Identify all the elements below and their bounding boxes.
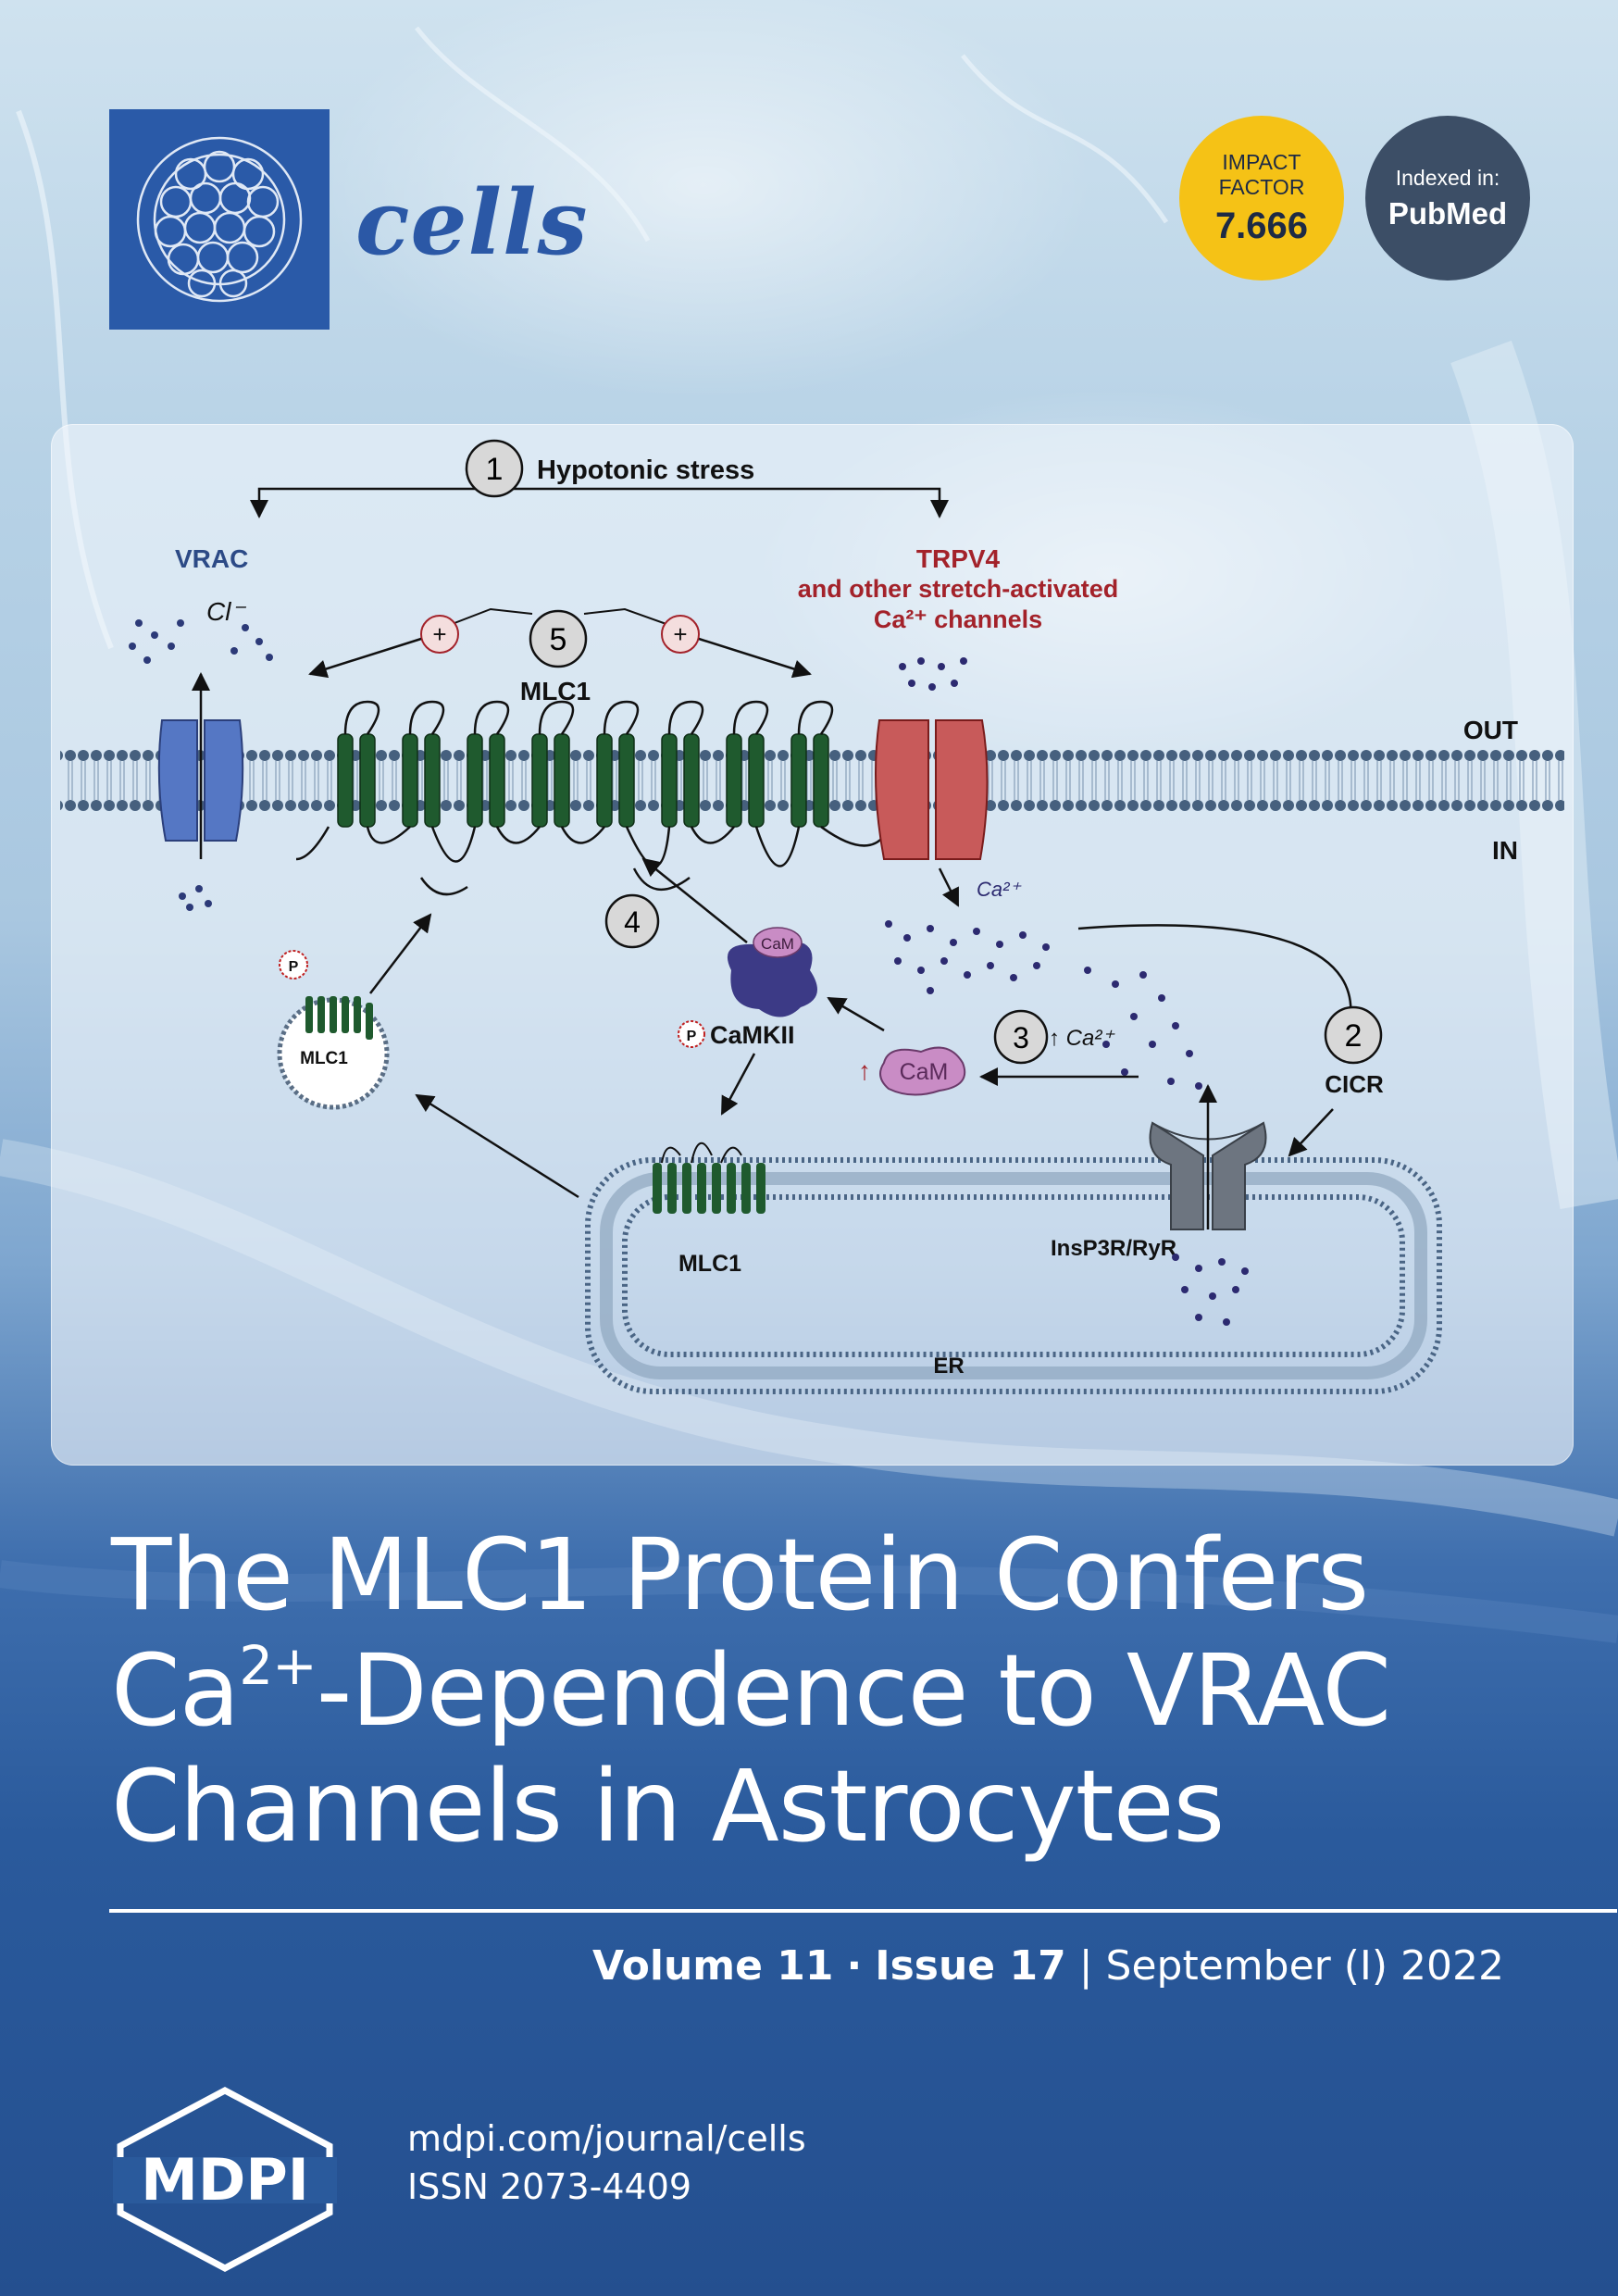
article-title: The MLC1 Protein Confers Ca2+-Dependence… [111,1518,1537,1866]
trpv4-channel [875,719,989,860]
mlc1-top-label: MLC1 [520,677,591,705]
er-label: ER [933,1354,964,1379]
cicr-label: CICR [1325,1070,1384,1098]
journal-name: cells [355,170,589,275]
step-3-marker: 3 [993,1009,1049,1065]
chloride-label: Cl⁻ [206,597,246,626]
issue-bar: | [1078,1942,1093,1990]
journal-logo [109,109,330,330]
cam-increase-arrow: ↑ [858,1056,871,1085]
endoplasmic-reticulum [585,1157,1442,1394]
trpv4-label: TRPV4 [916,544,1001,573]
title-divider [109,1909,1617,1913]
phospho-marker-camkii: P [678,1020,705,1048]
vrac-label: VRAC [175,544,248,573]
ca-increase-label: ↑ Ca²⁺ [1049,1026,1115,1051]
mlc1-er-protein [653,1163,765,1214]
ca-ions-er [1172,1254,1249,1326]
indexed-label: Indexed in: [1395,166,1500,190]
cell-cluster-icon [136,136,303,303]
title-line-3: Channels in Astrocytes [111,1750,1225,1865]
title-line-2-prefix: Ca [111,1634,240,1749]
step-5-marker: 5 [529,609,588,668]
vrac-channel [157,719,244,842]
cam-label: CaM [900,1059,949,1085]
phospho-marker-vesicle: P [279,950,308,980]
title-line-2: Ca2+-Dependence to VRAC [111,1634,1537,1750]
impact-factor-label-1: IMPACT [1222,149,1301,174]
mechanism-diagram: 1 Hypotonic stress VRAC Cl⁻ [60,439,1564,1394]
svg-text:CaM: CaM [761,935,794,953]
mlc1-er-label: MLC1 [678,1251,741,1277]
step-2-marker: 2 [1324,1005,1383,1065]
mdpi-logo: MDPI [113,2087,337,2272]
stretch-channels-label: and other stretch-activated [798,575,1119,603]
svg-text:5: 5 [550,622,567,657]
ca-inflow-label: Ca²⁺ [977,878,1022,901]
chloride-ions [129,619,273,911]
volume-label: Volume 11 [591,1942,834,1990]
hypotonic-stress-label: Hypotonic stress [537,455,754,485]
ca-ions-out [899,657,967,691]
plus-sign-left: + [420,615,459,654]
issue-separator: · [846,1942,863,1990]
svg-text:P: P [687,1029,697,1044]
title-line-2-superscript: 2+ [239,1634,317,1697]
ca-ions-in [885,920,1202,1090]
impact-factor-value: 7.666 [1214,205,1309,246]
svg-text:+: + [432,620,446,648]
issue-label: Issue 17 [875,1942,1066,1990]
svg-text:2: 2 [1345,1018,1363,1054]
indexed-value: PubMed [1388,196,1508,231]
cam-protein: CaM [879,1046,966,1096]
out-label: OUT [1463,716,1518,744]
title-line-2-suffix: -Dependence to VRAC [316,1634,1391,1749]
issue-date: September (I) 2022 [1105,1942,1504,1990]
mlc1-vesicle: MLC1 [277,996,390,1110]
plasma-membrane [60,748,1564,813]
in-label: IN [1492,836,1518,865]
svg-text:3: 3 [1013,1021,1029,1054]
step-4-marker: 4 [604,893,660,949]
journal-url[interactable]: mdpi.com/journal/cells [407,2118,806,2159]
indexed-badge: Indexed in: PubMed [1365,116,1530,281]
insp3r-label: InsP3R/RyR [1051,1236,1176,1261]
title-line-1: The MLC1 Protein Confers [111,1518,1369,1633]
issn-label: ISSN 2073-4409 [407,2166,692,2207]
ca-channels-label: Ca²⁺ channels [874,605,1042,633]
impact-factor-badge: IMPACT FACTOR 7.666 [1179,116,1344,281]
svg-text:4: 4 [624,905,641,939]
graphical-abstract: 1 Hypotonic stress VRAC Cl⁻ [51,424,1574,1466]
plus-sign-right: + [661,615,700,654]
svg-text:P: P [289,959,299,975]
svg-text:+: + [673,620,687,648]
step-1-marker: 1 [465,439,524,498]
mdpi-wordmark: MDPI [141,2146,309,2214]
camkii-label: CaMKII [710,1021,795,1049]
stress-bracket [257,487,941,509]
mlc1-vesicle-label: MLC1 [300,1049,348,1068]
impact-factor-label-2: FACTOR [1218,174,1305,199]
camkii-complex: CaM [727,927,817,1017]
issue-info: Volume 11 · Issue 17 | September (I) 202… [592,1942,1504,1990]
svg-text:1: 1 [486,452,504,487]
